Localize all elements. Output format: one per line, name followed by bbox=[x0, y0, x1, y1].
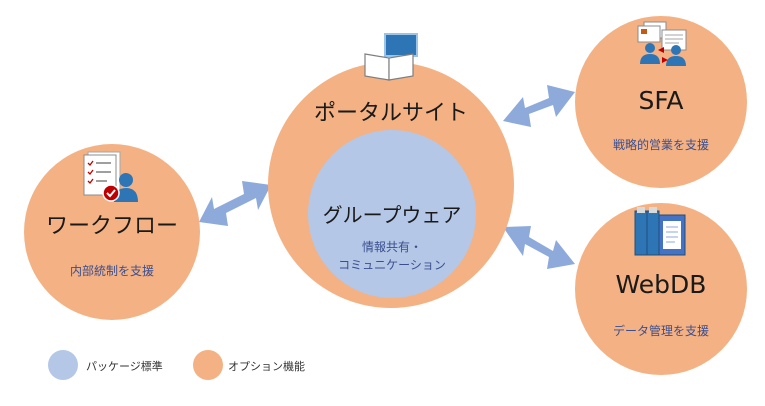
groupware-label: グループウェア bbox=[322, 203, 462, 227]
legend-standard-swatch bbox=[48, 350, 78, 380]
portal-label: ポータルサイト bbox=[313, 101, 468, 126]
binder-icon bbox=[634, 207, 686, 256]
workflow-sub: 内部統制を支援 bbox=[69, 264, 154, 278]
groupware-circle bbox=[308, 130, 476, 298]
sfa-label: SFA bbox=[638, 86, 684, 115]
workflow-label: ワークフロー bbox=[45, 214, 178, 239]
webdb-label: WebDB bbox=[615, 270, 707, 299]
groupware-sub-line1: 情報共有・ bbox=[361, 240, 422, 254]
legend-option-swatch bbox=[193, 350, 223, 380]
legend-option-label: オプション機能 bbox=[228, 360, 305, 373]
groupware-sub-line2: コミュニケーション bbox=[338, 258, 446, 272]
monitor-book-icon bbox=[364, 33, 418, 81]
webdb-sub: データ管理を支援 bbox=[612, 324, 709, 338]
checklist-user-icon bbox=[83, 151, 138, 202]
legend-standard-label: パッケージ標準 bbox=[86, 360, 163, 373]
exchange-users-icon bbox=[637, 21, 687, 66]
sfa-sub: 戦略的営業を支援 bbox=[612, 138, 709, 152]
sfa-circle bbox=[575, 16, 747, 188]
